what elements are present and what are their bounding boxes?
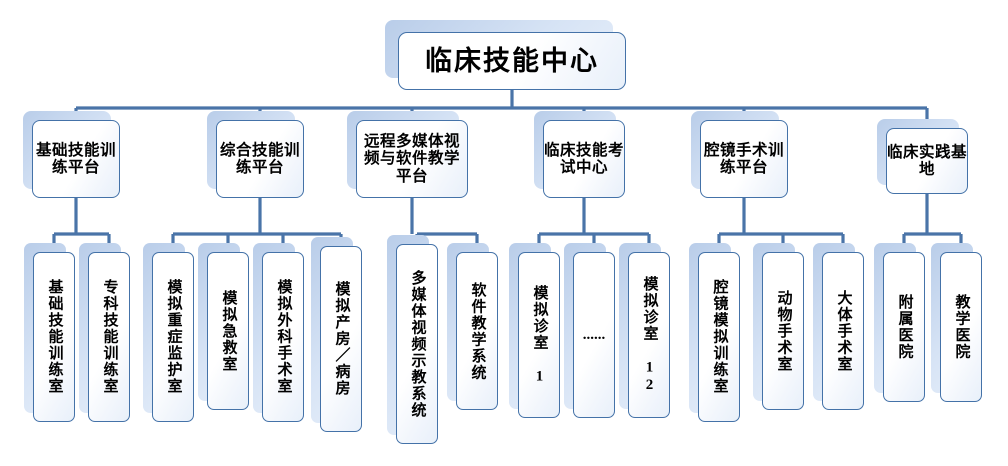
node-label: 模拟产房／病房 xyxy=(333,281,350,397)
node-face: 远程多媒体视频与软件教学平台 xyxy=(356,120,468,198)
branch-node-endoscopic-surgery-platform[interactable]: 腔镜手术训练平台 xyxy=(691,111,788,198)
leaf-node-animal-surgery-room[interactable]: 动物手术室 xyxy=(753,243,804,410)
leaf-node-specialty-skills-room[interactable]: 专科技能训练室 xyxy=(79,243,130,422)
node-face: 多媒体视频示教系统 xyxy=(396,244,438,444)
node-label: 模拟诊室 12 xyxy=(641,275,658,395)
node-face: 模拟诊室 1 xyxy=(518,252,560,418)
node-label: 临床技能中心 xyxy=(425,45,599,76)
node-label: 模拟重症监护室 xyxy=(165,279,182,395)
node-label: 模拟急救室 xyxy=(220,289,237,373)
branch-node-remote-multimedia-platform[interactable]: 远程多媒体视频与软件教学平台 xyxy=(347,111,468,198)
leaf-node-sim-clinic-1[interactable]: 模拟诊室 1 xyxy=(509,243,560,418)
node-face: 教学医院 xyxy=(940,252,982,402)
leaf-node-sim-delivery-ward[interactable]: 模拟产房／病房 xyxy=(311,237,362,432)
node-label: 动物手术室 xyxy=(775,289,792,373)
node-label: 临床实践基地 xyxy=(887,143,968,178)
node-label: 软件教学系统 xyxy=(469,281,486,381)
node-face: 综合技能训练平台 xyxy=(216,120,304,198)
node-label: 教学医院 xyxy=(953,294,970,360)
branch-node-basic-skills-platform[interactable]: 基础技能训练平台 xyxy=(23,111,120,198)
node-label: 基础技能训练室 xyxy=(46,279,63,395)
node-face: 附属医院 xyxy=(883,252,925,402)
leaf-node-sim-clinic-12[interactable]: 模拟诊室 12 xyxy=(619,243,670,418)
leaf-node-multimedia-demo-system[interactable]: 多媒体视频示教系统 xyxy=(387,235,438,444)
node-face: 腔镜手术训练平台 xyxy=(700,120,788,198)
leaf-node-sim-surgery-room[interactable]: 模拟外科手术室 xyxy=(253,243,304,422)
node-face: 临床技能考试中心 xyxy=(543,120,625,198)
node-label: ...... xyxy=(582,326,606,343)
leaf-node-endoscopic-sim-room[interactable]: 腔镜模拟训练室 xyxy=(689,243,740,422)
leaf-node-sim-clinic-ellipsis[interactable]: ...... xyxy=(564,243,615,418)
node-label: 综合技能训练平台 xyxy=(219,141,300,176)
node-label: 腔镜手术训练平台 xyxy=(703,141,784,176)
node-label: 专科技能训练室 xyxy=(101,279,118,395)
node-face: 模拟急救室 xyxy=(207,252,249,410)
leaf-node-sim-icu[interactable]: 模拟重症监护室 xyxy=(143,243,194,422)
node-face: 基础技能训练室 xyxy=(33,252,75,422)
node-label: 基础技能训练平台 xyxy=(35,141,116,176)
node-face: ...... xyxy=(573,252,615,418)
leaf-node-affiliated-hospital[interactable]: 附属医院 xyxy=(874,243,925,402)
node-face: 腔镜模拟训练室 xyxy=(698,252,740,422)
node-label: 腔镜模拟训练室 xyxy=(711,279,728,395)
node-face: 临床技能中心 xyxy=(398,32,626,90)
node-label: 多媒体视频示教系统 xyxy=(409,269,426,419)
node-face: 模拟产房／病房 xyxy=(320,246,362,432)
node-face: 动物手术室 xyxy=(762,252,804,410)
node-face: 临床实践基地 xyxy=(886,128,968,194)
node-face: 模拟重症监护室 xyxy=(152,252,194,422)
node-face: 模拟诊室 12 xyxy=(628,252,670,418)
node-label: 临床技能考试中心 xyxy=(544,141,625,176)
branch-node-clinical-skills-exam-center[interactable]: 临床技能考试中心 xyxy=(534,111,625,198)
node-label: 附属医院 xyxy=(896,294,913,360)
node-face: 大体手术室 xyxy=(822,252,864,410)
branch-node-comprehensive-skills-platform[interactable]: 综合技能训练平台 xyxy=(207,111,304,198)
node-label: 远程多媒体视频与软件教学平台 xyxy=(363,132,460,185)
node-label: 模拟诊室 1 xyxy=(531,284,548,386)
root-node[interactable]: 临床技能中心 xyxy=(385,20,626,90)
node-label: 模拟外科手术室 xyxy=(275,279,292,395)
node-face: 软件教学系统 xyxy=(456,252,498,410)
node-label: 大体手术室 xyxy=(835,289,852,373)
node-face: 基础技能训练平台 xyxy=(32,120,120,198)
leaf-node-software-teaching-system[interactable]: 软件教学系统 xyxy=(447,243,498,410)
node-face: 专科技能训练室 xyxy=(88,252,130,422)
node-face: 模拟外科手术室 xyxy=(262,252,304,422)
leaf-node-cadaver-surgery-room[interactable]: 大体手术室 xyxy=(813,243,864,410)
leaf-node-sim-emergency-room[interactable]: 模拟急救室 xyxy=(198,243,249,410)
leaf-node-teaching-hospital[interactable]: 教学医院 xyxy=(931,243,982,402)
leaf-node-basic-skills-room[interactable]: 基础技能训练室 xyxy=(24,243,75,422)
branch-node-clinical-practice-base[interactable]: 临床实践基地 xyxy=(877,119,968,194)
